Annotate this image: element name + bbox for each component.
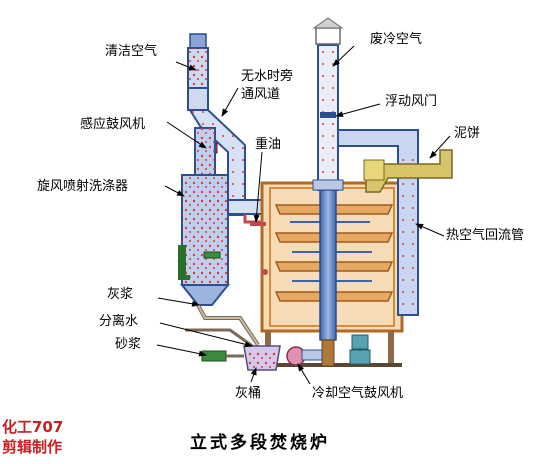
- label-floating-damper: 浮动风门: [385, 94, 438, 109]
- floating-damper: [320, 112, 336, 118]
- cooling-air-fan: [286, 334, 371, 366]
- label-cold-exhaust: 废冷空气: [370, 32, 423, 47]
- label-cooling-fan: 冷却空气鼓风机: [312, 386, 404, 401]
- sludge-cake-feeder: [363, 149, 453, 193]
- clean-air-stack: [187, 33, 209, 111]
- credit-line-2: 剪辑制作: [2, 438, 63, 456]
- diagram-title: 立式多段焚烧炉: [190, 433, 330, 453]
- label-ash-slurry: 灰浆: [107, 287, 134, 302]
- label-grit-slurry: 砂浆: [115, 337, 142, 352]
- label-separated-water: 分离水: [99, 314, 139, 329]
- induction-fan: [194, 127, 218, 176]
- label-bypass-line2: 通风道: [241, 87, 281, 102]
- label-cyclone-scrubber: 旋风喷射洗涤器: [37, 179, 129, 194]
- label-heavy-oil: 重油: [255, 137, 282, 152]
- label-induction-fan: 感应鼓风机: [80, 117, 146, 132]
- label-bypass-line1: 无水时旁: [241, 69, 294, 84]
- cyclone-scrubber: [178, 174, 231, 306]
- label-hot-air-return: 热空气回流管: [446, 228, 525, 243]
- slurry-lines: [185, 304, 260, 352]
- label-sludge-cake: 泥饼: [454, 126, 481, 141]
- leader-lines: [156, 45, 451, 385]
- label-ash-bucket: 灰桶: [235, 386, 262, 401]
- label-clean-air: 清洁空气: [105, 44, 158, 59]
- credit-line-1: 化工707: [2, 418, 64, 436]
- ash-bucket: [201, 345, 281, 371]
